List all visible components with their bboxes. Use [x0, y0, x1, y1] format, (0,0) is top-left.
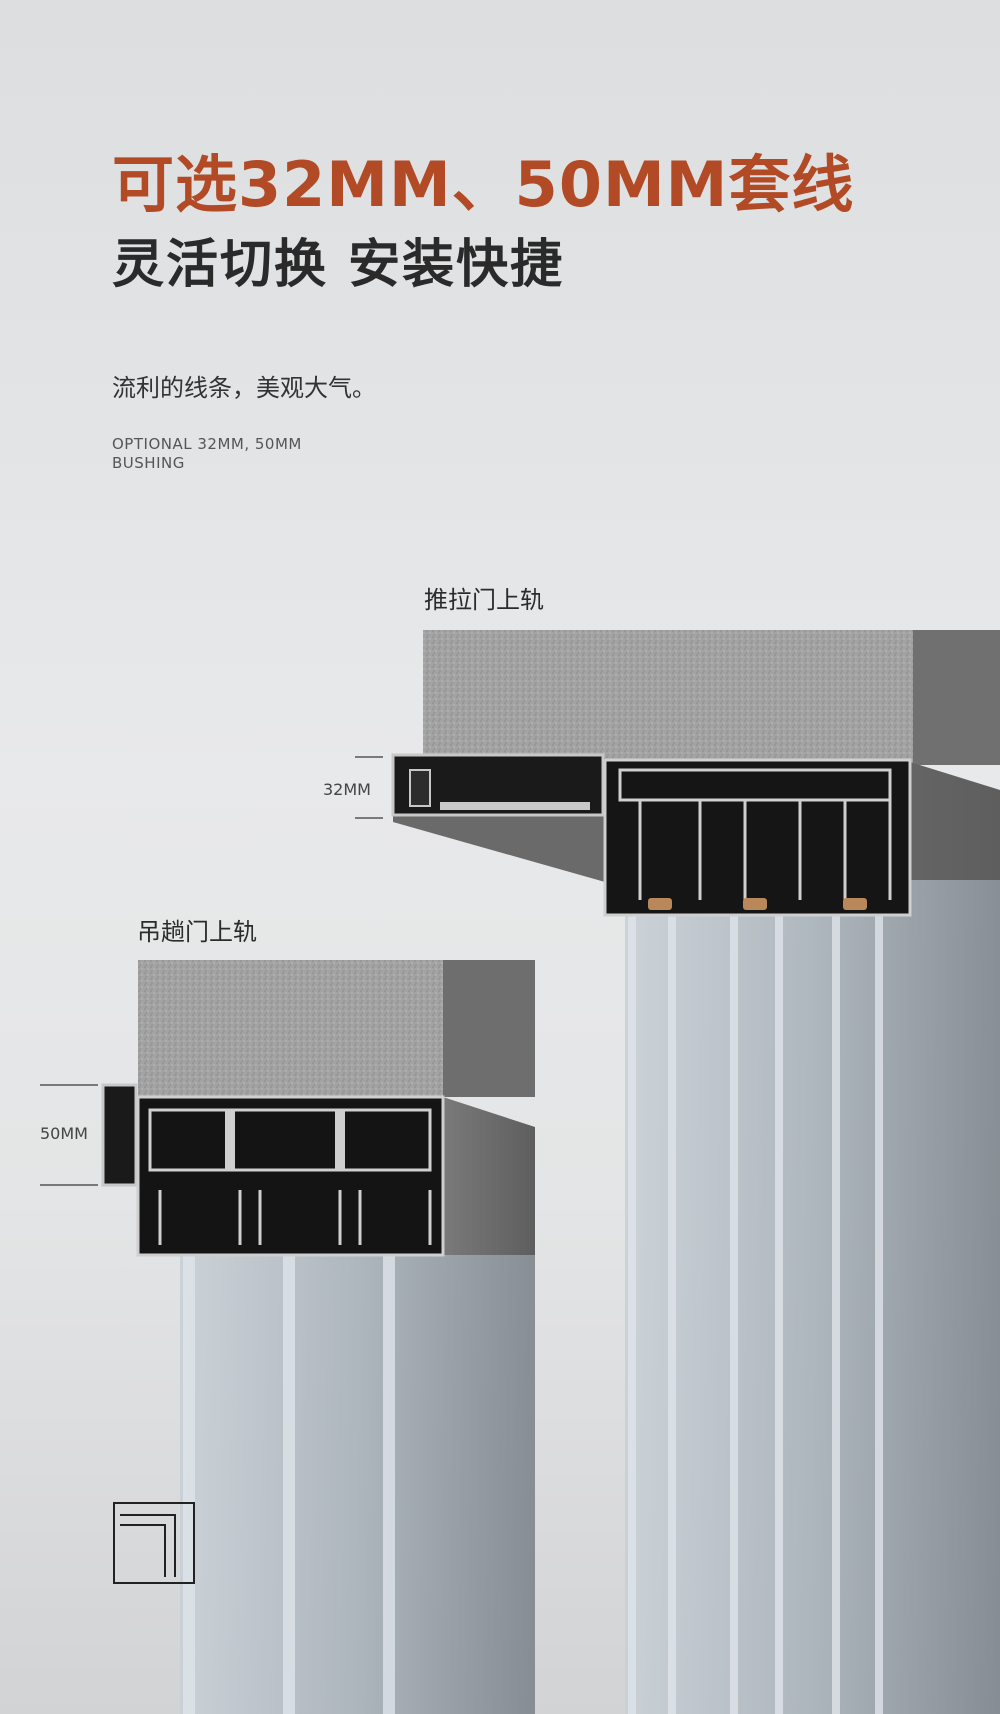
headline: 可选32MM、50MM套线 [112, 148, 855, 221]
dimension-32mm: 32MM [323, 780, 371, 799]
sliding-glass-edges [628, 880, 883, 1714]
sliding-rail-illustration [355, 630, 1000, 1714]
sliding-rail-profile [603, 758, 912, 917]
description-en-line1: OPTIONAL 32MM, 50MM [112, 435, 302, 453]
hanging-concrete-block [138, 960, 443, 1097]
hanging-rail-side [443, 1097, 535, 1255]
hanging-glass-edges [183, 1255, 395, 1714]
sliding-glass-panels [625, 880, 1000, 1714]
hanging-glass-panels [180, 1255, 535, 1714]
hanging-concrete-side [443, 960, 535, 1097]
hanging-rail-illustration [40, 960, 535, 1714]
subheadline: 灵活切换 安装快捷 [112, 235, 565, 295]
hanging-bushing-profile [101, 1083, 138, 1187]
hanging-rail-profile [136, 1095, 445, 1257]
description-en-line2: BUSHING [112, 454, 185, 472]
sliding-concrete-block [423, 630, 913, 765]
corner-frame-icon [113, 1502, 195, 1584]
hanging-rail-label: 吊趟门上轨 [137, 918, 257, 946]
description-cn: 流利的线条，美观大气。 [112, 374, 376, 402]
sliding-concrete-side [913, 630, 1000, 765]
sliding-rail-label: 推拉门上轨 [424, 586, 544, 614]
description-en: OPTIONAL 32MM, 50MM BUSHING [112, 435, 332, 473]
dimension-50mm: 50MM [40, 1124, 88, 1143]
